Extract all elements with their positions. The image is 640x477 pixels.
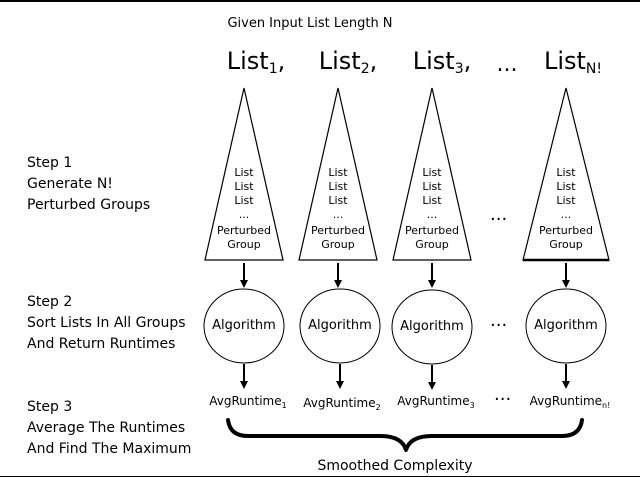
group-item: List [422,166,442,179]
group-n-contents: List List List ... Perturbed Group [526,166,606,252]
group-label: Group [321,238,355,251]
step-3-line-2: Average The Runtimes [27,420,186,436]
group-item-ellipsis: ... [560,208,572,221]
algorithm-label-3: Algorithm [400,319,464,334]
runtime-label-2: AvgRuntime2 [303,396,381,412]
algorithm-node-2 [299,288,381,364]
algorithm-label-2: Algorithm [308,318,372,333]
step-3-line-3: And Find The Maximum [27,441,192,457]
algorithm-label-n: Algorithm [534,318,598,333]
group-item: List [328,194,348,207]
step-1-title: Step 1 [27,155,73,171]
smoothed-complexity-label: Smoothed Complexity [317,458,473,474]
group-2-contents: List List List ... Perturbed Group [298,166,378,252]
group-item: List [328,180,348,193]
group-label: Perturbed [404,224,460,237]
step-2-line-2: Sort Lists In All Groups [27,315,186,331]
group-label: Group [549,238,583,251]
curly-brace [226,418,584,452]
group-item: List [556,180,576,193]
list-header-ellipsis: ... [496,52,518,77]
runtime-label-3: AvgRuntime3 [397,394,475,410]
group-item-ellipsis: ... [238,208,250,221]
step-2-line-3: And Return Runtimes [27,336,176,352]
group-label: Group [227,238,261,251]
algorithm-label-1: Algorithm [212,318,276,333]
group-label: Perturbed [538,224,594,237]
group-triangle-3 [392,87,472,261]
runtime-label-1: AvgRuntime1 [209,394,287,410]
runtime-label-n: AvgRuntimen! [529,394,611,410]
group-item: List [234,180,254,193]
group-item-ellipsis: ... [332,208,344,221]
group-item: List [422,180,442,193]
group-item: List [556,194,576,207]
runtimes-ellipsis: ... [494,384,512,405]
list-header-3: List3, [412,47,472,77]
group-triangle-1 [204,87,284,261]
group-label: Group [415,238,449,251]
algorithm-node-3 [391,289,473,365]
group-item: List [556,166,576,179]
step-1-label: Step 1 Generate N! Perturbed Groups [27,153,150,216]
step-2-title: Step 2 [27,294,73,310]
list-header-2: List2, [318,47,378,77]
diagram-title: Given Input List Length N [227,16,393,31]
group-item: List [234,194,254,207]
group-label: Perturbed [216,224,272,237]
step-3-label: Step 3 Average The Runtimes And Find The… [27,397,191,460]
step-2-label: Step 2 Sort Lists In All Groups And Retu… [27,292,186,355]
list-header-1: List1, [226,47,286,77]
top-border [0,0,640,2]
groups-ellipsis: ... [490,204,508,225]
step-3-title: Step 3 [27,399,73,415]
algorithm-node-1 [203,288,285,364]
group-3-contents: List List List ... Perturbed Group [392,166,472,252]
group-item: List [422,194,442,207]
group-label: Perturbed [310,224,366,237]
group-item: List [234,166,254,179]
step-1-line-3: Perturbed Groups [27,197,151,213]
algorithms-ellipsis: ... [490,310,508,331]
group-1-contents: List List List ... Perturbed Group [204,166,284,252]
algorithm-node-n [525,288,607,364]
list-header-n: ListN! [543,47,603,77]
group-triangle-2 [298,87,378,261]
group-item-ellipsis: ... [426,208,438,221]
group-item: List [328,166,348,179]
step-1-line-2: Generate N! [27,176,113,192]
